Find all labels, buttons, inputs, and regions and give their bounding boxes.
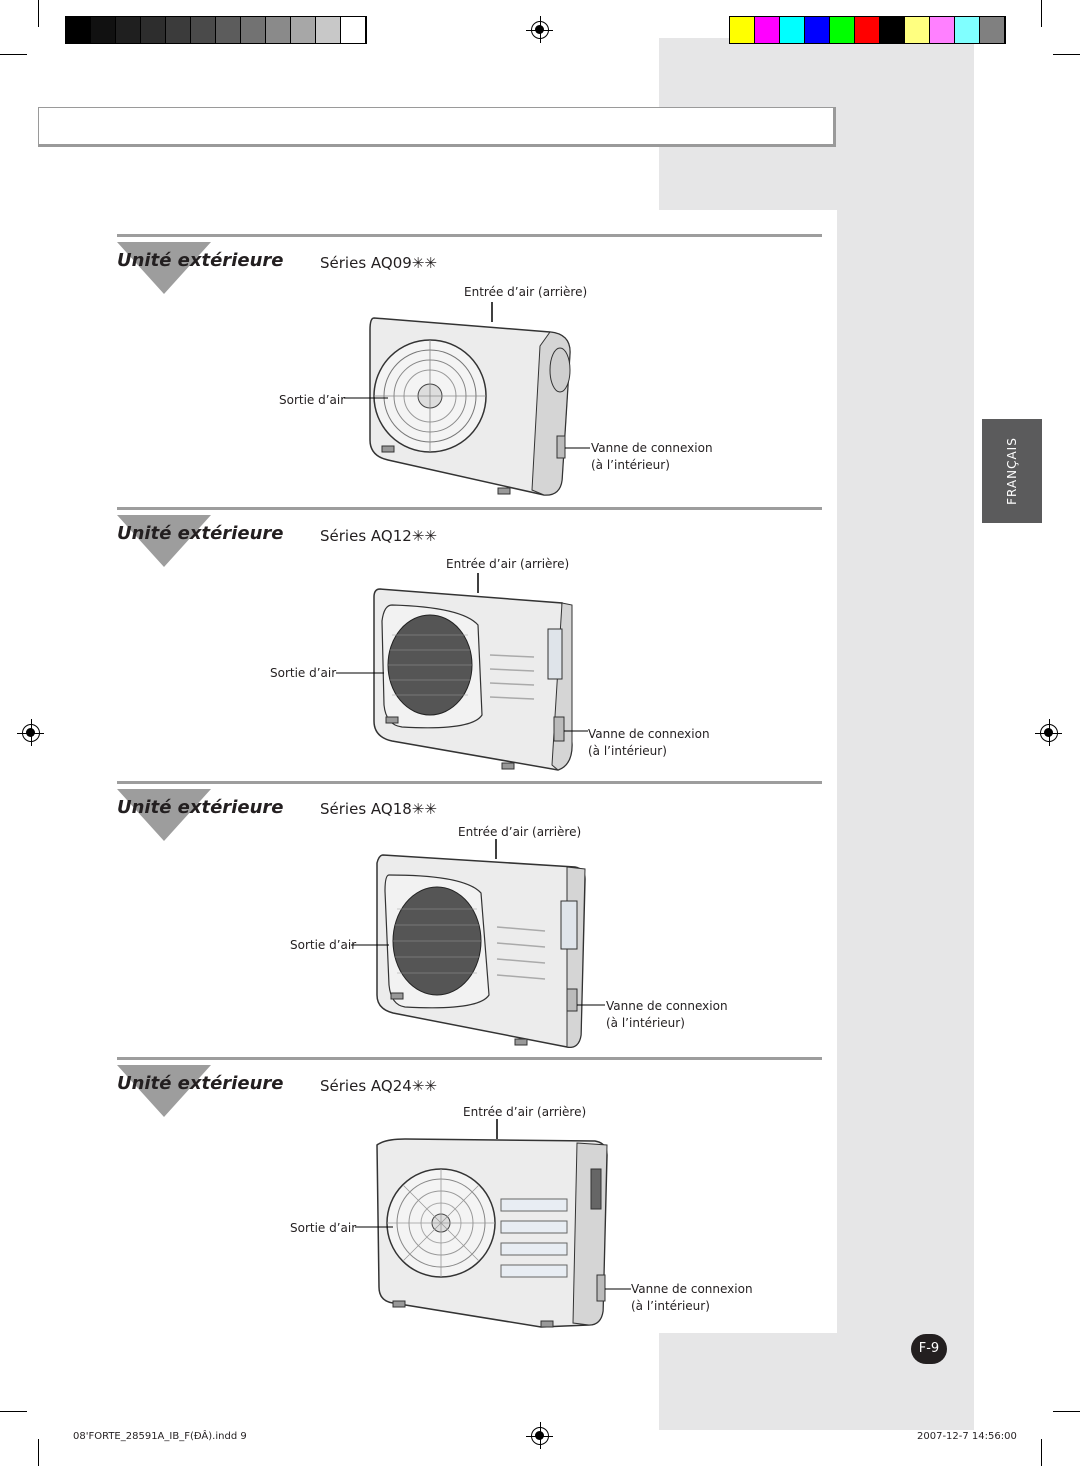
air-outlet-label: Sortie d’air [270, 666, 337, 680]
air-outlet-label: Sortie d’air [290, 938, 357, 952]
air-outlet-label: Sortie d’air [279, 393, 346, 407]
valve-label-sub: (à l’intérieur) [591, 458, 670, 472]
color-swatch [955, 17, 980, 43]
air-outlet-label: Sortie d’air [290, 1221, 357, 1235]
section-triangle-icon [117, 515, 211, 567]
crop-mark [1053, 54, 1080, 55]
series-label: Séries AQ24✳✳ [320, 1077, 437, 1095]
air-inlet-label: Entrée d’air (arrière) [463, 1105, 587, 1119]
color-swatch [855, 17, 880, 43]
air-inlet-label: Entrée d’air (arrière) [464, 285, 588, 299]
section-rule [117, 507, 822, 510]
crop-mark [1053, 1411, 1080, 1412]
valve-label: Vanne de connexion [591, 441, 713, 455]
outdoor-unit-aq09 [344, 302, 590, 496]
valve-label-sub: (à l’intérieur) [588, 744, 667, 758]
section-title: Unité extérieure [117, 250, 284, 271]
color-swatch [930, 17, 955, 43]
valve-label: Vanne de connexion [631, 1282, 753, 1296]
crop-mark [38, 0, 39, 27]
color-swatch [980, 17, 1005, 43]
language-tab: FRANÇAIS [982, 419, 1042, 523]
color-swatch [191, 17, 216, 43]
registration-mark-left-icon [17, 719, 44, 746]
series-label: Séries AQ18✳✳ [320, 800, 437, 818]
page-number-badge: F-9 [911, 1334, 947, 1364]
color-swatch [905, 17, 930, 43]
valve-label-sub: (à l’intérieur) [631, 1299, 710, 1313]
section-rule [117, 781, 822, 784]
crop-mark [38, 1439, 39, 1466]
valve-label: Vanne de connexion [588, 727, 710, 741]
registration-mark-right-icon [1035, 719, 1062, 746]
section-triangle-icon [117, 242, 211, 294]
color-swatch [730, 17, 755, 43]
grey-scale-bar [65, 16, 367, 44]
color-swatch [266, 17, 291, 43]
outdoor-unit-aq24 [355, 1119, 631, 1328]
color-swatch [316, 17, 341, 43]
crop-mark [1041, 0, 1042, 27]
section-rule [117, 234, 822, 237]
header-title-bar [38, 107, 836, 147]
grey-band-right [837, 38, 974, 1430]
air-inlet-label: Entrée d’air (arrière) [446, 557, 570, 571]
series-label: Séries AQ09✳✳ [320, 254, 437, 272]
color-swatch [755, 17, 780, 43]
color-swatch [141, 17, 166, 43]
color-swatch [166, 17, 191, 43]
color-swatch [830, 17, 855, 43]
section-title: Unité extérieure [117, 797, 284, 818]
crop-mark [0, 1411, 27, 1412]
color-bar [729, 16, 1006, 44]
crop-mark [0, 54, 27, 55]
footer-filename: 08'FORTE_28591A_IB_F(ĐÂ).indd 9 [73, 1431, 247, 1442]
section-title: Unité extérieure [117, 1073, 284, 1094]
valve-label: Vanne de connexion [606, 999, 728, 1013]
valve-label-sub: (à l’intérieur) [606, 1016, 685, 1030]
color-swatch [216, 17, 241, 43]
outdoor-unit-aq18 [351, 839, 605, 1048]
color-swatch [805, 17, 830, 43]
section-title: Unité extérieure [117, 523, 284, 544]
color-swatch [780, 17, 805, 43]
color-swatch [241, 17, 266, 43]
air-inlet-label: Entrée d’air (arrière) [458, 825, 582, 839]
footer-date: 2007-12-7 14:56:00 [917, 1431, 1017, 1442]
section-triangle-icon [117, 1065, 211, 1117]
registration-mark-bottom-icon [526, 1422, 553, 1449]
section-rule [117, 1057, 822, 1060]
color-swatch [341, 17, 366, 43]
color-swatch [66, 17, 91, 43]
color-swatch [291, 17, 316, 43]
registration-mark-top-icon [526, 16, 553, 43]
color-swatch [880, 17, 905, 43]
series-label: Séries AQ12✳✳ [320, 527, 437, 545]
section-triangle-icon [117, 789, 211, 841]
color-swatch [91, 17, 116, 43]
outdoor-unit-aq12 [336, 573, 588, 771]
language-label: FRANÇAIS [1005, 437, 1019, 505]
crop-mark [1041, 1439, 1042, 1466]
color-swatch [116, 17, 141, 43]
